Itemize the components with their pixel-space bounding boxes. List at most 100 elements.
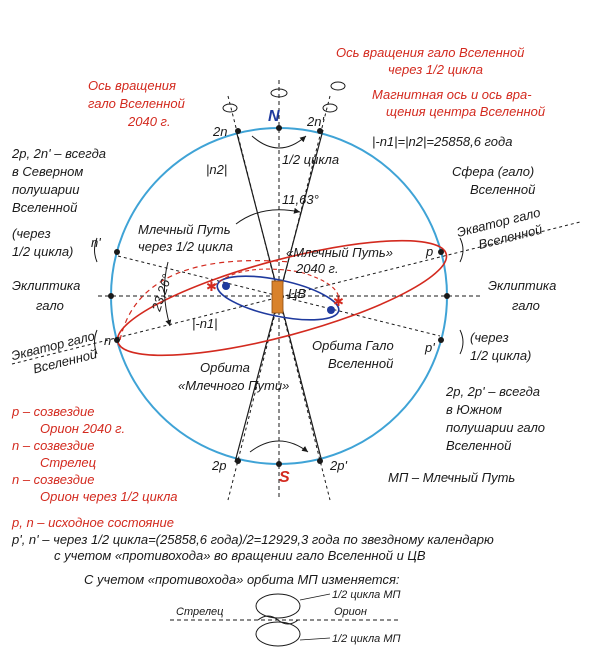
bottom-rotation-arc	[249, 440, 309, 453]
label-N: N	[268, 108, 280, 125]
halo-orbit-dashed	[119, 260, 291, 341]
svg-text:(через: (через	[470, 330, 509, 345]
n2-label: |n2|	[206, 162, 227, 177]
svg-text:полушарии гало: полушарии гало	[446, 420, 545, 435]
half-cycle-right-label: (через 1/2 цикла)	[470, 330, 531, 363]
svg-text:гало: гало	[36, 298, 64, 313]
equator-halo-left-label: Экватор гало Вселенной	[10, 328, 99, 376]
svg-text:Ось вращения гало Вселенной: Ось вращения гало Вселенной	[336, 45, 524, 60]
initial-state-text: p, n – исходное состояние	[11, 515, 174, 530]
universe-centre	[271, 280, 284, 314]
angle-2326-label: 23,26°	[148, 272, 174, 313]
svg-text:в Северном: в Северном	[12, 164, 83, 179]
label-p: p	[425, 244, 433, 259]
svg-text:Эклиптика: Эклиптика	[488, 278, 556, 293]
south-hemisphere-label: 2p, 2p' – всегда в Южном полушарии гало …	[445, 384, 545, 453]
svg-text:1/2 цикла): 1/2 цикла)	[470, 348, 531, 363]
milky-way-half-label: Млечный Путь через 1/2 цикла	[138, 222, 233, 254]
svg-text:Млечный Путь: Млечный Путь	[138, 222, 231, 237]
svg-text:Орион: Орион	[334, 606, 367, 618]
svg-text:2p, 2n' – всегда: 2p, 2n' – всегда	[11, 146, 106, 161]
svg-text:n – созвездие: n – созвездие	[12, 472, 94, 487]
star-right-icon: ✱	[333, 295, 344, 310]
svg-text:«Млечный Путь»: «Млечный Путь»	[286, 245, 393, 260]
svg-text:1/2 цикла МП: 1/2 цикла МП	[332, 633, 400, 645]
svg-text:«Млечного Пути»: «Млечного Пути»	[178, 378, 289, 393]
svg-text:Орбита Гало: Орбита Гало	[312, 338, 394, 353]
orbit-halo-label: Орбита Гало Вселенной	[312, 338, 394, 371]
svg-text:щения центра Вселенной: щения центра Вселенной	[386, 104, 545, 119]
label-S: S	[279, 469, 290, 486]
axis-rotation-symbols	[222, 81, 346, 113]
svg-text:гало Вселенной: гало Вселенной	[88, 96, 185, 111]
equator-line	[11, 221, 581, 365]
svg-text:2p, 2p' – всегда: 2p, 2p' – всегда	[445, 384, 540, 399]
orbit-changes-text: С учетом «противохода» орбита МП изменяе…	[84, 572, 400, 587]
inset-orbit-diagram: Стрелец Орион 1/2 цикла МП 1/2 цикла МП	[170, 589, 400, 647]
angle-1163-label: 11,63°	[282, 192, 319, 207]
n1-label: |-n1|	[192, 316, 218, 331]
half-cycle-formula-text: p', n' – через 1/2 цикла=(25858,6 года)/…	[11, 532, 494, 547]
ecliptic-right-label: Эклиптика гало	[488, 278, 556, 313]
label-p-prime: p'	[424, 340, 435, 355]
label-2p: 2p	[211, 458, 226, 473]
angle-arc-1163	[235, 207, 301, 225]
label-n-prime: n'	[91, 235, 101, 250]
half-cycle-top-label: 1/2 цикла	[282, 152, 339, 167]
svg-text:Стрелец: Стрелец	[176, 606, 223, 618]
cv-label: ЦВ	[288, 286, 306, 301]
label-n: n	[104, 333, 111, 348]
formula-n1-n2: |-n1|=|n2|=25858,6 года	[372, 134, 512, 149]
svg-text:2040 г.: 2040 г.	[127, 114, 171, 129]
svg-text:Магнитная ось и ось вра-: Магнитная ось и ось вра-	[372, 87, 532, 102]
svg-text:Вселенной: Вселенной	[328, 356, 393, 371]
mw-point-left	[222, 282, 230, 290]
svg-text:Эклиптика: Эклиптика	[12, 278, 80, 293]
half-cycle-left-label: (через 1/2 цикла)	[12, 226, 73, 259]
svg-text:Ось вращения: Ось вращения	[88, 78, 176, 93]
label-2n-prime: 2n'	[306, 114, 324, 129]
svg-text:Вселенной: Вселенной	[470, 182, 535, 197]
label-2p-prime: 2p'	[329, 458, 347, 473]
svg-text:1/2 цикла): 1/2 цикла)	[12, 244, 73, 259]
svg-text:Орион через 1/2 цикла: Орион через 1/2 цикла	[40, 489, 178, 504]
svg-text:полушарии: полушарии	[12, 182, 80, 197]
mp-legend: МП – Млечный Путь	[388, 470, 515, 485]
svg-text:2040 г.: 2040 г.	[295, 261, 339, 276]
equator-halo-right-label: Экватор гало Вселенной	[455, 205, 544, 252]
svg-text:1/2 цикла МП: 1/2 цикла МП	[332, 589, 400, 601]
milky-way-plane	[117, 255, 441, 337]
top-rotation-arc	[251, 135, 307, 149]
svg-text:Орион 2040 г.: Орион 2040 г.	[40, 421, 125, 436]
constellations-label: p – созвездие Орион 2040 г. n – созвезди…	[11, 404, 178, 504]
ecliptic-left-label: Эклиптика гало	[12, 278, 80, 313]
svg-text:Сфера (гало): Сфера (гало)	[452, 164, 534, 179]
sphere-halo-label: Сфера (гало) Вселенной	[452, 164, 535, 197]
svg-text:гало: гало	[512, 298, 540, 313]
star-left-icon: ✱	[206, 280, 217, 295]
svg-text:Вселенной: Вселенной	[446, 438, 511, 453]
angle-arc-2326	[163, 261, 172, 327]
svg-text:Вселенной: Вселенной	[12, 200, 77, 215]
label-2n: 2n	[212, 124, 227, 139]
svg-text:через 1/2 цикла: через 1/2 цикла	[388, 62, 483, 77]
side-rotation-arrows	[94, 237, 464, 355]
counter-motion-text: с учетом «противохода» во вращении гало …	[54, 548, 426, 563]
milky-way-orbit	[216, 275, 340, 321]
svg-text:в Южном: в Южном	[446, 402, 502, 417]
orbit-milky-way-label: Орбита «Млечного Пути»	[178, 360, 289, 393]
sphere-points	[108, 125, 450, 467]
north-hemisphere-label: 2p, 2n' – всегда в Северном полушарии Вс…	[11, 146, 106, 215]
svg-text:p – созвездие: p – созвездие	[11, 404, 94, 419]
svg-text:через 1/2 цикла: через 1/2 цикла	[138, 239, 233, 254]
mw-point-right	[327, 306, 335, 314]
magnetic-axis-label: Магнитная ось и ось вра- щения центра Вс…	[372, 87, 545, 119]
axis-rotation-2040-label: Ось вращения гало Вселенной 2040 г.	[88, 78, 185, 129]
axis-rotation-half-label: Ось вращения гало Вселенной через 1/2 ци…	[336, 45, 524, 77]
svg-text:Стрелец: Стрелец	[40, 455, 96, 470]
milky-way-2040-label: «Млечный Путь» 2040 г.	[286, 245, 393, 276]
svg-text:Орбита: Орбита	[200, 360, 250, 375]
svg-text:n – созвездие: n – созвездие	[12, 438, 94, 453]
svg-text:(через: (через	[12, 226, 51, 241]
